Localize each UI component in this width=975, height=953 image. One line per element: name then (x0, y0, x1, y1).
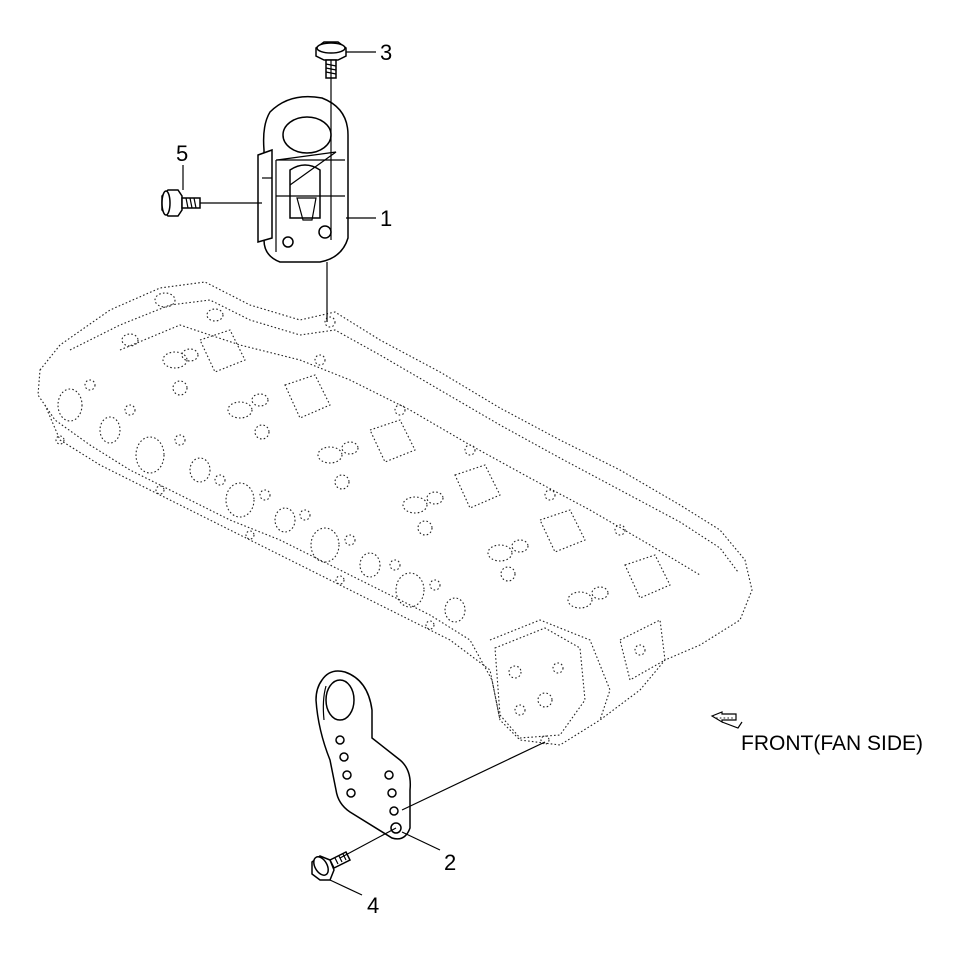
lifting-bracket-front (257, 95, 349, 263)
front-arrow-icon (710, 711, 743, 729)
front-fan-side-label: FRONT(FAN SIDE) (741, 732, 923, 755)
callout-2: 2 (444, 850, 457, 875)
callout-1: 1 (380, 206, 393, 231)
bolt-side (161, 189, 201, 217)
callout-5: 5 (176, 141, 189, 166)
callout-4: 4 (367, 893, 380, 918)
cylinder-head-outline (37, 281, 753, 746)
callout-3: 3 (380, 40, 393, 65)
lifting-bracket-rear (315, 670, 412, 840)
leader-lines (182, 51, 546, 896)
